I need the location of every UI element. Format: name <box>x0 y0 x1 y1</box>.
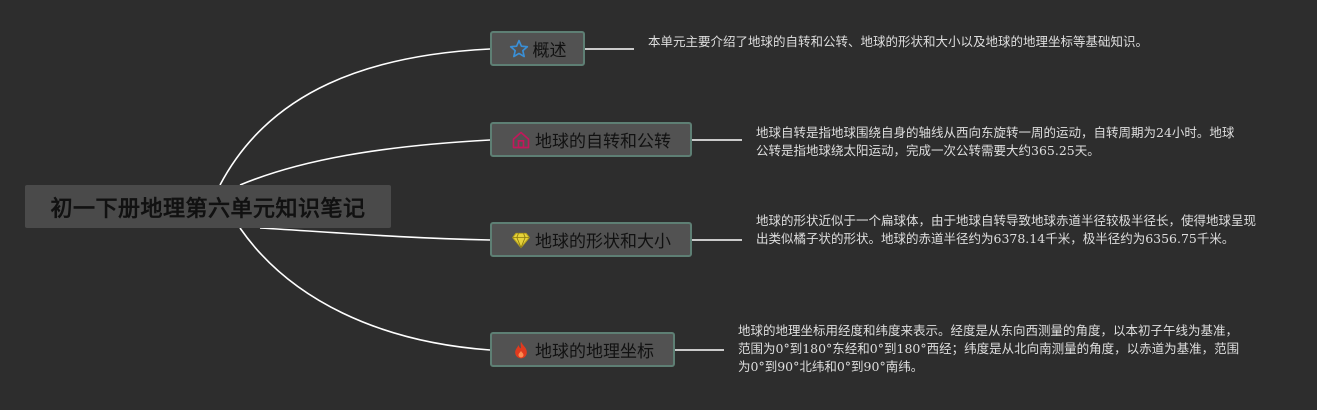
fire-icon <box>511 340 531 360</box>
root-topic-label: 初一下册地理第六单元知识笔记 <box>50 196 366 222</box>
root-topic[interactable]: 初一下册地理第六单元知识笔记 <box>25 185 391 228</box>
connector-root-to-topic-3 <box>259 227 491 241</box>
connector-root-to-topic-2 <box>239 139 491 186</box>
diamond-icon <box>511 230 531 250</box>
topic-label: 地球的形状和大小 <box>535 232 671 252</box>
topic-coordinates[interactable]: 地球的地理坐标 <box>490 332 675 367</box>
connector-root-to-topic-1 <box>219 48 491 186</box>
topic-shape-size[interactable]: 地球的形状和大小 <box>490 222 692 257</box>
topic-label: 地球的自转和公转 <box>535 132 671 152</box>
connector-root-to-topic-4 <box>239 227 491 351</box>
topic-rotation-revolution[interactable]: 地球的自转和公转 <box>490 122 692 157</box>
topic-note: 地球的形状近似于一个扁球体，由于地球自转导致地球赤道半径较极半径长，使得地球呈现… <box>756 213 1257 246</box>
topic-note: 本单元主要介绍了地球的自转和公转、地球的形状和大小以及地球的地理坐标等基础知识。 <box>648 34 1149 49</box>
topic-label: 概述 <box>532 41 567 61</box>
star-icon <box>509 39 529 59</box>
topic-note: 地球的地理坐标用经度和纬度来表示。经度是从东向西测量的角度，以本初子午线为基准，… <box>738 323 1240 374</box>
topic-note: 地球自转是指地球围绕自身的轴线从西向东旋转一周的运动，自转周期为24小时。地球公… <box>756 125 1235 158</box>
topic-overview[interactable]: 概述 <box>490 31 585 66</box>
topic-label: 地球的地理坐标 <box>535 342 654 362</box>
house-icon <box>511 130 531 150</box>
